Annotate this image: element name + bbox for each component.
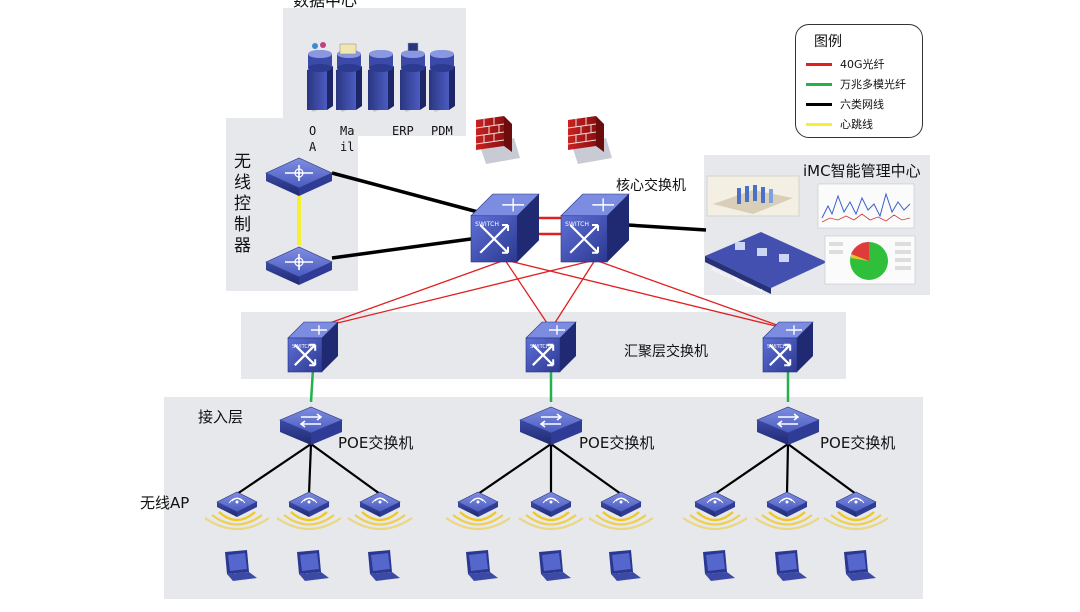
wireless-ap-1-2 bbox=[276, 491, 342, 530]
laptop-2-3 bbox=[609, 550, 641, 581]
wireless-ap-3-2 bbox=[754, 491, 820, 530]
link-agg1-poe1 bbox=[309, 368, 315, 403]
link-core-imc bbox=[627, 223, 707, 232]
link-core2-agg1 bbox=[312, 259, 596, 330]
server-label-oa: OA bbox=[309, 124, 317, 154]
link-core2-agg2 bbox=[550, 259, 596, 330]
laptop-3-2 bbox=[775, 550, 807, 581]
poe-switch-label-2: POE交换机 bbox=[579, 434, 655, 452]
aggregation-switch-2: SWITCH bbox=[525, 321, 577, 373]
poe-switch-3 bbox=[756, 406, 820, 445]
server-1 bbox=[307, 42, 333, 112]
wireless-ap-label: 无线AP bbox=[140, 494, 190, 512]
laptop-1-2 bbox=[297, 550, 329, 581]
legend-item-40g: 40G光纤 bbox=[796, 55, 922, 73]
imc-pie-chart-image bbox=[824, 235, 916, 285]
core-switch-1: SWITCH bbox=[470, 193, 540, 263]
switch-text: SWITCH bbox=[475, 221, 499, 228]
legend-swatch-heartbeat bbox=[806, 123, 832, 126]
wireless-ap-2-3 bbox=[588, 491, 654, 530]
legend-swatch-10g bbox=[806, 83, 832, 86]
switch-text: SWITCH bbox=[565, 221, 589, 228]
link-poe1-ap1 bbox=[236, 443, 312, 495]
poe-switch-label-1: POE交换机 bbox=[338, 434, 414, 452]
switch-text: SWITCH bbox=[530, 344, 550, 350]
diagram-title: 数据中心 bbox=[293, 0, 358, 10]
firewall-1 bbox=[475, 116, 520, 164]
server-4 bbox=[400, 42, 426, 112]
legend-item-heartbeat: 心跳线 bbox=[796, 115, 922, 133]
switch-text: SWITCH bbox=[767, 344, 787, 350]
server-label-mail: Mail bbox=[340, 124, 355, 154]
legend-title: 图例 bbox=[814, 34, 842, 50]
aggregation-switch-1: SWITCH bbox=[287, 321, 339, 373]
server-label-pdm: PDM bbox=[431, 124, 453, 138]
wireless-controller-label: 无线控制器 bbox=[234, 152, 251, 256]
link-poe2-ap3 bbox=[550, 443, 622, 495]
link-poe3-ap1 bbox=[714, 443, 789, 495]
legend-label-heartbeat: 心跳线 bbox=[840, 118, 873, 131]
legend-swatch-40g bbox=[806, 63, 832, 66]
link-poe3-ap2 bbox=[785, 443, 790, 495]
server-label-erp: ERP bbox=[392, 124, 414, 138]
legend-label-40g: 40G光纤 bbox=[840, 58, 885, 71]
wireless-ap-3-1 bbox=[682, 491, 748, 530]
legend: 图例 40G光纤 万兆多模光纤 六类网线 心跳线 bbox=[795, 24, 923, 138]
legend-item-10g: 万兆多模光纤 bbox=[796, 75, 922, 93]
link-core1-agg3 bbox=[504, 259, 789, 330]
laptop-3-1 bbox=[703, 550, 735, 581]
link-poe3-ap3 bbox=[787, 443, 857, 495]
wireless-ap-2-1 bbox=[445, 491, 511, 530]
link-wc2-core bbox=[331, 236, 479, 260]
server-5 bbox=[429, 50, 455, 112]
imc-label: iMC智能管理中心 bbox=[803, 162, 921, 180]
firewall-2 bbox=[567, 116, 612, 164]
switch-text: SWITCH bbox=[292, 344, 312, 350]
laptop-1-1 bbox=[225, 550, 257, 581]
link-poe1-ap2 bbox=[307, 443, 313, 495]
laptop-2-1 bbox=[466, 550, 498, 581]
network-management-image: Network Management bbox=[705, 232, 827, 294]
imc-traffic-chart-image bbox=[817, 183, 915, 229]
legend-swatch-cat6 bbox=[806, 103, 832, 106]
aggregation-switch-3: SWITCH bbox=[762, 321, 814, 373]
poe-switch-1 bbox=[279, 406, 343, 445]
wireless-ap-1-3 bbox=[347, 491, 413, 530]
laptop-1-3 bbox=[368, 550, 400, 581]
core-switch-label: 核心交换机 bbox=[616, 178, 686, 194]
link-core1-agg1 bbox=[312, 259, 506, 330]
core-switch-2: SWITCH bbox=[560, 193, 630, 263]
wireless-ap-2-2 bbox=[518, 491, 584, 530]
wireless-controller-2 bbox=[265, 246, 333, 285]
link-poe2-ap1 bbox=[477, 443, 552, 495]
wireless-ap-3-3 bbox=[823, 491, 889, 530]
poe-switch-label-3: POE交换机 bbox=[820, 434, 896, 452]
devices: SWITCH SWITCH SWITCH SWITCH SWITCH bbox=[204, 157, 889, 581]
aggregation-label: 汇聚层交换机 bbox=[624, 344, 708, 360]
wireless-controller-1 bbox=[265, 157, 333, 196]
link-core2-agg3 bbox=[594, 259, 789, 330]
link-poe1-ap3 bbox=[310, 443, 381, 495]
wireless-ap-1-1 bbox=[204, 491, 270, 530]
server-group bbox=[307, 42, 455, 112]
link-wc1-core bbox=[331, 171, 479, 214]
poe-switch-2 bbox=[519, 406, 583, 445]
link-core1-agg2 bbox=[504, 259, 552, 330]
laptop-2-2 bbox=[539, 550, 571, 581]
legend-label-10g: 万兆多模光纤 bbox=[840, 78, 906, 91]
server-3 bbox=[368, 50, 394, 112]
access-layer-label: 接入层 bbox=[198, 408, 244, 426]
server-2 bbox=[336, 43, 362, 112]
imc-floorplan-image bbox=[706, 175, 800, 217]
laptop-3-3 bbox=[844, 550, 876, 581]
links bbox=[236, 171, 857, 495]
legend-label-cat6: 六类网线 bbox=[840, 98, 884, 111]
legend-item-cat6: 六类网线 bbox=[796, 95, 922, 113]
